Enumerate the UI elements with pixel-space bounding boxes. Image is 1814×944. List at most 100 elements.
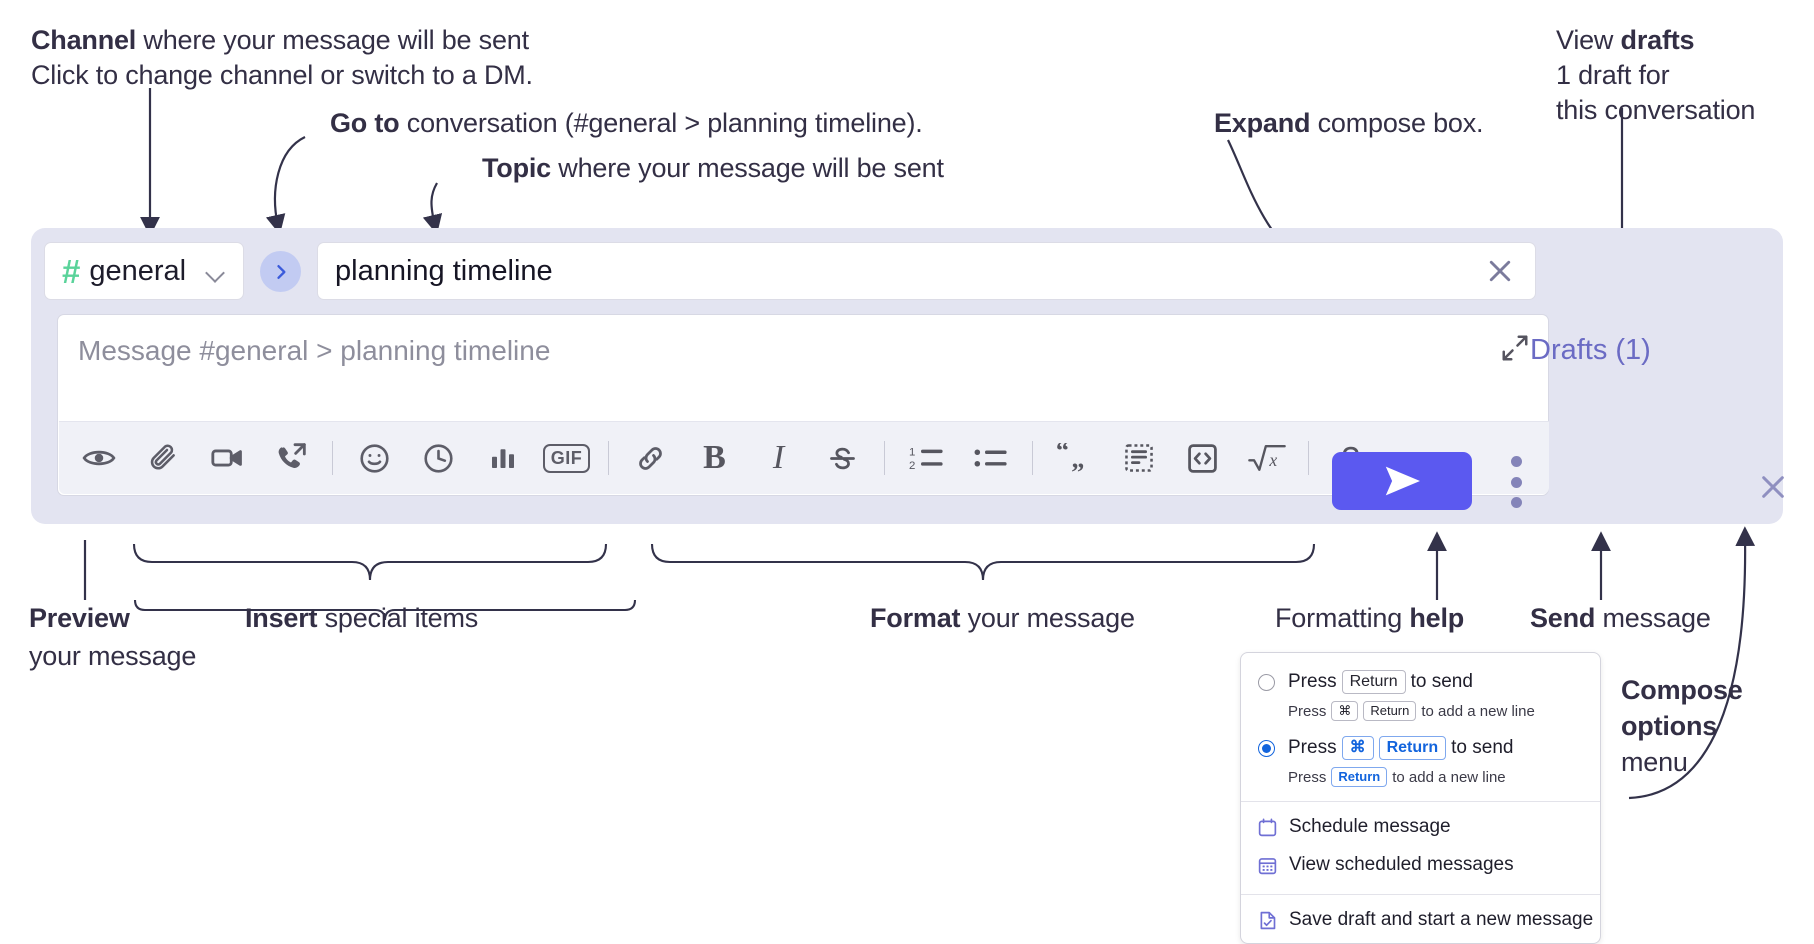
annotation-channel-rest: where your message will be sent: [136, 25, 529, 55]
annotation-compose-opts-1: Compose: [1621, 672, 1743, 708]
send-option-return[interactable]: Press Return to send: [1241, 667, 1600, 697]
video-icon[interactable]: [202, 434, 251, 483]
svg-text:1: 1: [909, 447, 915, 459]
latex-label: x: [1268, 450, 1277, 470]
annotation-topic-rest: where your message will be sent: [551, 153, 944, 183]
blockquote-icon[interactable]: “ „: [1050, 434, 1099, 483]
annotation-channel-bold: Channel: [31, 25, 137, 55]
option2-key-return: Return: [1378, 736, 1447, 760]
annotation-preview-bold: Preview: [29, 603, 130, 633]
preview-icon[interactable]: [74, 434, 123, 483]
compose-inner: # general planning timeline Message #gen…: [44, 242, 1549, 510]
annotation-send-rest: message: [1595, 603, 1711, 633]
bold-icon[interactable]: B: [690, 434, 739, 483]
menu-item-save-draft-label: Save draft and start a new message: [1289, 909, 1594, 930]
kebab-dot-3: [1510, 497, 1522, 508]
annotation-format-bold: Format: [870, 603, 961, 633]
annotation-format: Format your message: [870, 600, 1135, 636]
expand-icon[interactable]: [1500, 333, 1530, 363]
annotation-preview-2: your message: [29, 641, 197, 671]
strikethrough-icon[interactable]: [818, 434, 867, 483]
message-input[interactable]: Message #general > planning timeline: [57, 314, 1549, 496]
gif-label: GIF: [542, 443, 591, 473]
menu-item-schedule-label: Schedule message: [1289, 816, 1451, 837]
kebab-dot-2: [1510, 476, 1522, 488]
annotation-goto-bold: Go to: [330, 108, 400, 138]
formatting-toolbar: GIF B I: [59, 421, 1549, 494]
code-icon[interactable]: [1178, 434, 1227, 483]
option2-sub-key-return: Return: [1331, 766, 1388, 788]
toolbar-separator-5: [1308, 441, 1309, 475]
option1-key-return: Return: [1341, 670, 1406, 694]
option2-post: to send: [1451, 737, 1514, 758]
ordered-list-icon[interactable]: 1 2: [902, 434, 951, 483]
annotation-preview-1: Preview: [29, 600, 130, 636]
hash-icon: #: [62, 252, 81, 290]
option2-sub-post: to add a new line: [1392, 768, 1506, 786]
drafts-link[interactable]: Drafts (1): [1530, 334, 1651, 366]
annotation-insert-rest: special items: [317, 603, 479, 633]
topic-field[interactable]: planning timeline: [317, 242, 1536, 300]
annotation-expand-bold: Expand: [1214, 108, 1311, 138]
menu-item-schedule-message[interactable]: Schedule message: [1241, 808, 1600, 846]
annotation-compose-opts-bold-2: options: [1621, 711, 1718, 741]
bulleted-list-icon[interactable]: [966, 434, 1015, 483]
annotation-topic-bold: Topic: [482, 153, 551, 183]
close-icon[interactable]: [1757, 471, 1789, 503]
option1-pre: Press: [1288, 671, 1337, 692]
gif-icon[interactable]: GIF: [542, 434, 591, 483]
annotation-compose-opts-bold-1: Compose: [1621, 675, 1743, 705]
annotation-drafts-sub-2: this conversation: [1556, 95, 1756, 125]
channel-name: general: [89, 254, 187, 287]
menu-item-view-scheduled-label: View scheduled messages: [1289, 854, 1514, 875]
annotation-drafts-pre: View: [1556, 25, 1621, 55]
clock-icon[interactable]: [414, 434, 463, 483]
menu-item-save-draft[interactable]: Save draft and start a new message: [1241, 901, 1600, 939]
send-option-cmd-return-sub: Press Return to add a new line: [1241, 763, 1600, 791]
annotation-channel-title: Channel where your message will be sent: [31, 22, 529, 58]
send-button[interactable]: [1332, 452, 1472, 510]
annotation-expand: Expand compose box.: [1214, 105, 1484, 141]
annotation-goto: Go to conversation (#general > planning …: [330, 105, 923, 141]
annotation-help-pre: Formatting: [1275, 603, 1410, 633]
code-block-icon[interactable]: [1114, 434, 1163, 483]
annotation-insert-bold: Insert: [245, 603, 318, 633]
compose-options-button[interactable]: [1510, 456, 1522, 508]
option1-sub-key-cmd: ⌘: [1331, 700, 1359, 722]
bold-label: B: [703, 439, 726, 476]
send-icon: [1385, 466, 1420, 496]
option1-sub-pre: Press: [1288, 702, 1327, 720]
compose-panel: # general planning timeline Message #gen…: [31, 228, 1784, 524]
attachment-icon[interactable]: [138, 434, 187, 483]
annotation-help-bold: help: [1409, 603, 1465, 633]
toolbar-separator-2: [608, 441, 609, 475]
radio-return[interactable]: [1258, 673, 1275, 691]
annotation-expand-rest: compose box.: [1310, 108, 1484, 138]
annotation-drafts-title: View drafts: [1556, 22, 1695, 58]
toolbar-separator-1: [332, 441, 333, 475]
svg-text:“: “: [1057, 443, 1069, 465]
radio-cmd-return[interactable]: [1258, 739, 1275, 757]
channel-selector[interactable]: # general: [44, 242, 244, 300]
kebab-dot-1: [1510, 456, 1522, 467]
menu-divider-1: [1241, 801, 1600, 802]
toolbar-separator-3: [884, 441, 885, 475]
option2-sub-pre: Press: [1288, 768, 1327, 786]
poll-icon[interactable]: [478, 434, 527, 483]
italic-icon[interactable]: I: [754, 434, 803, 483]
send-option-return-sub: Press ⌘ Return to add a new line: [1241, 697, 1600, 725]
audio-call-icon[interactable]: [266, 434, 315, 483]
annotation-channel-sub: Click to change channel or switch to a D…: [31, 60, 533, 90]
goto-conversation-button[interactable]: [260, 251, 301, 292]
message-placeholder: Message #general > planning timeline: [78, 335, 551, 366]
emoji-icon[interactable]: [350, 434, 399, 483]
calendar-icon: [1258, 817, 1277, 836]
option2-pre: Press: [1288, 737, 1337, 758]
chevron-down-icon: [208, 266, 226, 276]
clear-topic-icon[interactable]: [1485, 256, 1515, 286]
send-option-cmd-return[interactable]: Press ⌘ Return to send: [1241, 733, 1600, 763]
annotation-format-rest: your message: [960, 603, 1135, 633]
menu-item-view-scheduled[interactable]: View scheduled messages: [1241, 846, 1600, 884]
link-icon[interactable]: [626, 434, 675, 483]
latex-icon[interactable]: x: [1242, 434, 1291, 483]
